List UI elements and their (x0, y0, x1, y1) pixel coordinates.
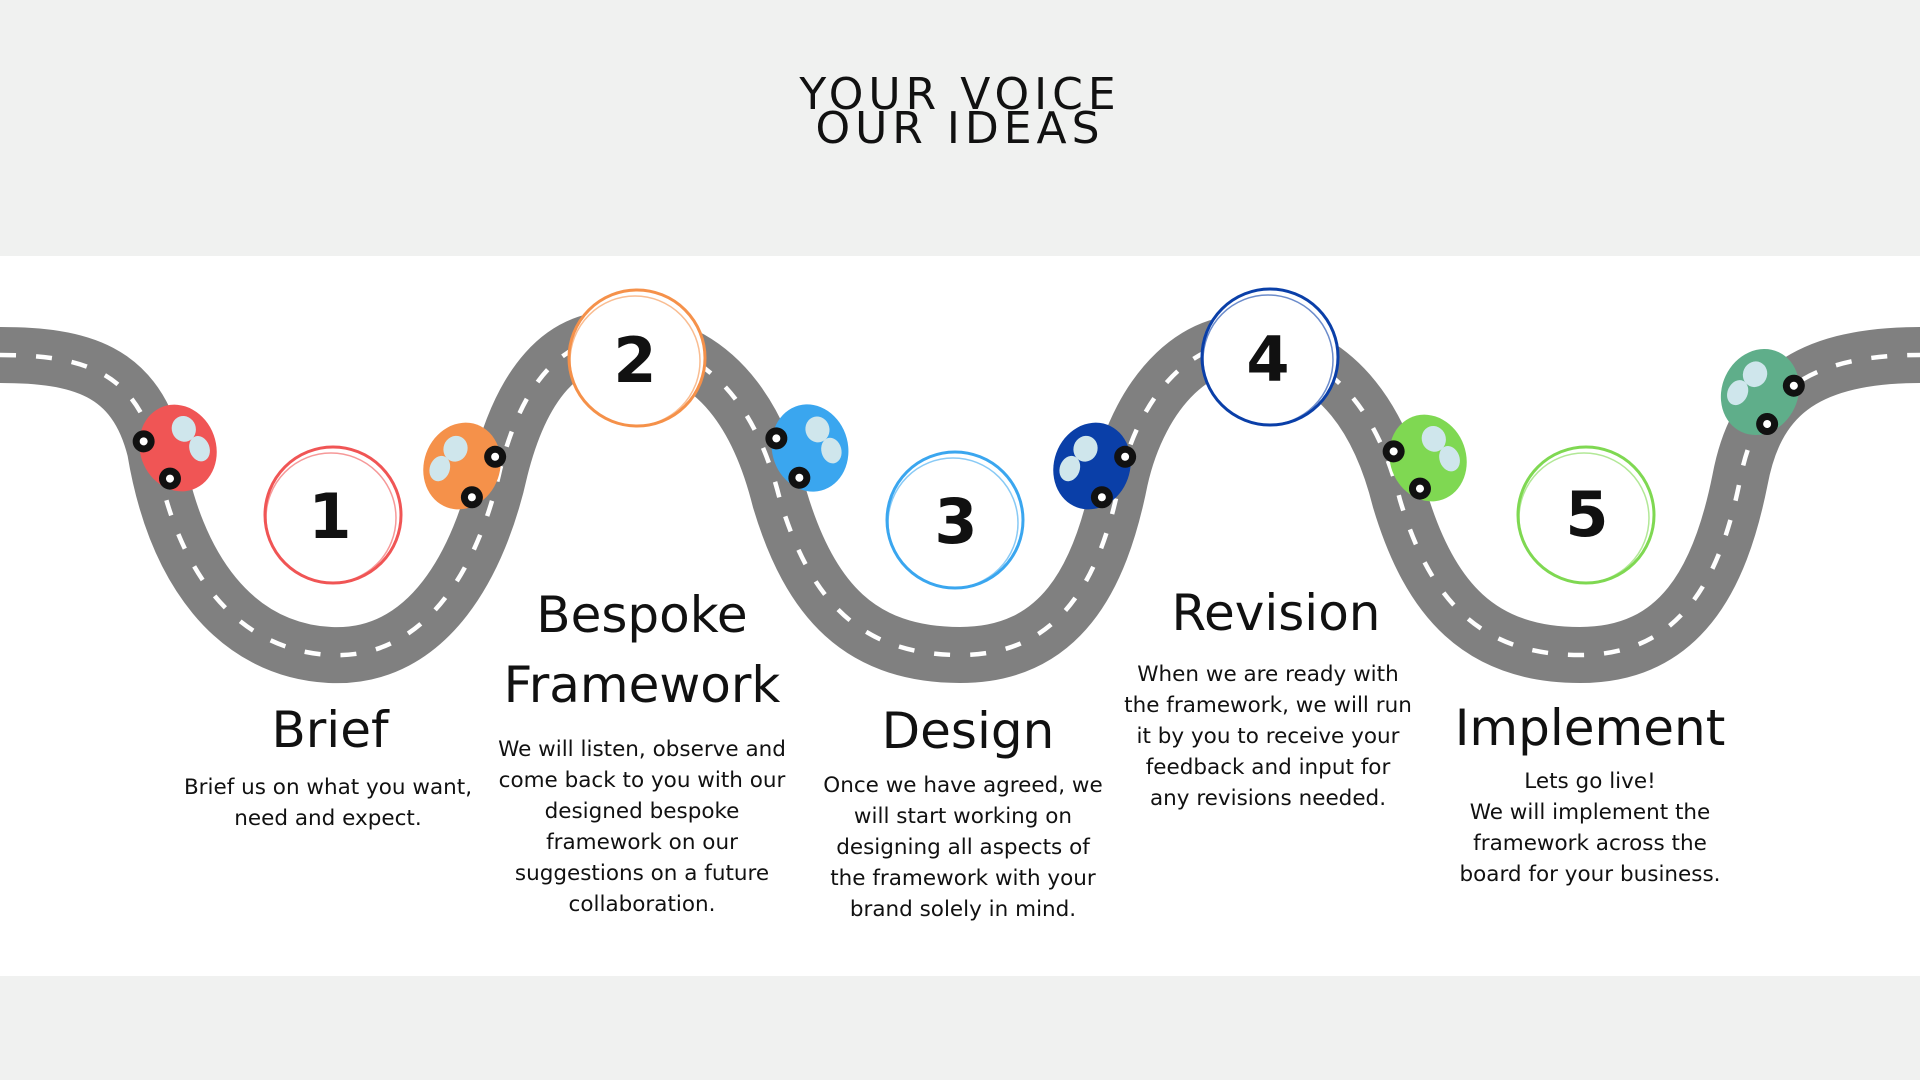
step-4-number: 4 (1246, 323, 1289, 396)
car-green-icon (1382, 414, 1467, 502)
step-4-description: When we are ready with the framework, we… (1124, 662, 1412, 811)
step-2-title: Bespoke Framework (503, 586, 781, 714)
page-title-line-1: YOUR VOICE (799, 69, 1121, 120)
car-darkblue-icon (1053, 422, 1137, 510)
step-1-title: Brief (271, 701, 389, 759)
page-title-line-2: OUR IDEAS (815, 103, 1105, 154)
roadmap-band (0, 256, 1920, 976)
step-4-badge: 4 (1200, 287, 1340, 427)
step-1-description: Brief us on what you want, need and expe… (183, 775, 473, 831)
step-5-badge: 5 (1516, 445, 1656, 585)
step-1-number: 1 (308, 480, 351, 553)
step-3-number: 3 (934, 485, 977, 558)
step-1-badge: 1 (263, 445, 403, 585)
road-center-dashes (0, 336, 1920, 658)
step-5-title: Implement (1454, 699, 1726, 757)
step-2-number: 2 (613, 324, 656, 397)
car-lightblue-icon (765, 404, 849, 492)
step-3-title: Design (881, 702, 1055, 760)
footer-band (0, 976, 1920, 1080)
step-4-title: Revision (1171, 584, 1381, 642)
step-3-description: Once we have agreed, we will start worki… (823, 773, 1103, 922)
step-2-badge: 2 (567, 288, 707, 428)
car-red-icon (132, 404, 217, 492)
step-3-badge: 3 (885, 450, 1025, 590)
step-5-description: Lets go live! We will implement the fram… (1459, 769, 1721, 887)
step-5-number: 5 (1565, 478, 1608, 551)
step-2-description: We will listen, observe and come back to… (498, 737, 786, 917)
car-teal-icon (1720, 349, 1805, 436)
header: YOUR VOICE OUR IDEAS (0, 0, 1920, 256)
car-orange-icon (423, 422, 507, 510)
